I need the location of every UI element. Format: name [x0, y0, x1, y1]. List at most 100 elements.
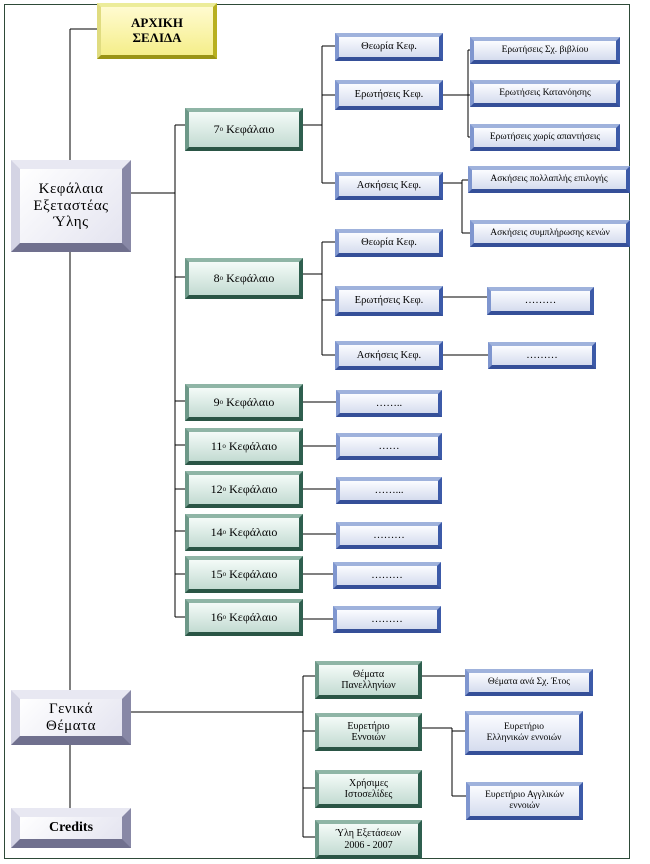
chapter-branch-lines: [175, 124, 185, 618]
placeholder-dots: ……: [378, 440, 400, 452]
placeholder-dots: ………: [371, 569, 403, 581]
useful-websites-line2: Ιστοσελίδες: [344, 789, 393, 800]
ch8-questions-label: Ερωτήσεις Κεφ.: [354, 295, 424, 307]
ch7-fill-blanks-button[interactable]: Ασκήσεις συμπλήρωσης κενών: [470, 220, 630, 247]
ch7-questions-lines: [443, 49, 470, 138]
greek-index-line1: Ευρετήριο: [503, 722, 545, 733]
ch7-theory-label: Θεωρία Κεφ.: [361, 41, 417, 53]
chapter-dots-lines: [303, 401, 336, 620]
chapter-sup: ο: [219, 124, 224, 133]
useful-websites-button[interactable]: Χρήσιμες Ιστοσελίδες: [315, 770, 422, 808]
general-sub-lines: [130, 675, 315, 838]
ch8-exercises-button[interactable]: Ασκήσεις Κεφ.: [335, 341, 443, 370]
topics-by-year-label: Θέματα ανά Σχ. Έτος: [487, 677, 571, 688]
chapter-label: Κεφάλαιο: [226, 524, 278, 539]
ch8-exercises-placeholder[interactable]: ………: [488, 342, 596, 369]
placeholder-dots: ……...: [374, 484, 404, 496]
chapters-root-line2: Εξεταστέας: [33, 197, 109, 214]
ch7-questions-button[interactable]: Ερωτήσεις Κεφ.: [335, 80, 443, 110]
chapter-num: 11: [210, 438, 223, 453]
chapter-num: 16: [210, 609, 223, 624]
chapter-label: Κεφάλαιο: [226, 481, 278, 496]
ch7-multiple-choice-button[interactable]: Ασκήσεις πολλαπλής επιλογής: [468, 166, 630, 193]
ch11-placeholder[interactable]: ……: [336, 433, 442, 460]
ch8-theory-button[interactable]: Θεωρία Κεφ.: [335, 229, 443, 257]
useful-websites-line1: Χρήσιμες: [348, 777, 389, 789]
chapter-num: 9: [213, 394, 220, 409]
topics-by-year-button[interactable]: Θέματα ανά Σχ. Έτος: [465, 669, 593, 696]
home-line2: ΣΕΛΙΔΑ: [132, 30, 182, 45]
ch7-understanding-questions-button[interactable]: Ερωτήσεις Κατανόησης: [470, 80, 620, 107]
chapters-root-button[interactable]: Κεφάλαια Εξεταστέας Ύλης: [11, 160, 131, 252]
ch15-placeholder[interactable]: ………: [333, 562, 441, 589]
ch8-sub-lines: [303, 241, 335, 356]
chapter-sup: ο: [219, 273, 224, 282]
exam-syllabus-button[interactable]: Ύλη Εξετάσεων 2006 - 2007: [315, 820, 422, 859]
ch7-fill-blanks-label: Ασκήσεις συμπλήρωσης κενών: [490, 228, 610, 239]
chapter-label: Κεφάλαιο: [223, 270, 275, 285]
greek-concepts-index-button[interactable]: Ευρετήριο Ελληνικών εννοιών: [465, 711, 583, 755]
ch7-exercises-button[interactable]: Ασκήσεις Κεφ.: [335, 172, 443, 200]
english-concepts-index-button[interactable]: Ευρετήριο Αγγλικών εννοιών: [466, 782, 583, 820]
ch12-placeholder[interactable]: ……...: [336, 477, 442, 504]
chapter-num: 7: [213, 121, 220, 136]
ch14-placeholder[interactable]: ………: [336, 522, 442, 549]
greek-index-line2: Ελληνικών εννοιών: [486, 733, 562, 743]
placeholder-dots: ……..: [375, 397, 403, 409]
home-line1: ΑΡΧΙΚΗ: [131, 15, 183, 31]
concepts-index-line1: Ευρετήριο: [347, 720, 390, 732]
panhellenic-line2: Πανελληνίων: [341, 680, 396, 691]
general-root-line1: Γενικά: [48, 700, 94, 717]
general-topics-button[interactable]: Γενικά Θέματα: [11, 690, 131, 745]
chapter-num: 14: [210, 524, 223, 539]
english-index-line2: εννοιών: [509, 801, 540, 811]
chapter-label: Κεφάλαιο: [225, 438, 278, 453]
ch8-theory-label: Θεωρία Κεφ.: [361, 237, 417, 249]
chapter-label: Κεφάλαιο: [223, 394, 275, 409]
chapter-sup: ο: [222, 527, 227, 536]
credits-button[interactable]: Credits: [11, 808, 131, 848]
ch7-understanding-questions-label: Ερωτήσεις Κατανόησης: [499, 88, 591, 99]
chapter-sup: ο: [222, 569, 227, 578]
ch7-book-questions-button[interactable]: Ερωτήσεις Σχ. βιβλίου: [470, 37, 620, 64]
ch7-questions-label: Ερωτήσεις Κεφ.: [354, 89, 424, 101]
chapter-sup: ο: [222, 612, 227, 621]
home-page-button[interactable]: ΑΡΧΙΚΗ ΣΕΛΙΔΑ: [97, 3, 217, 59]
ch9-placeholder[interactable]: ……..: [336, 390, 442, 417]
chapter-num: 15: [210, 566, 223, 581]
ch8-exercises-label: Ασκήσεις Κεφ.: [356, 349, 422, 361]
placeholder-dots: ………: [524, 295, 557, 307]
placeholder-dots: ………: [373, 529, 405, 541]
ch7-no-answer-questions-button[interactable]: Ερωτήσεις χωρίς απαντήσεις: [470, 124, 620, 151]
chapter-label: Κεφάλαιο: [226, 609, 278, 624]
panhellenic-line1: Θέματα: [352, 668, 385, 680]
chapter-num: 12: [210, 481, 223, 496]
exam-syllabus-line1: Ύλη Εξετάσεων: [335, 828, 402, 840]
ch16-placeholder[interactable]: ………: [333, 606, 441, 633]
ch7-multiple-choice-label: Ασκήσεις πολλαπλής επιλογής: [490, 174, 608, 185]
chapters-root-line1: Κεφάλαια: [38, 180, 104, 197]
concepts-index-button[interactable]: Ευρετήριο Εννοιών: [315, 713, 422, 751]
concepts-index-line2: Εννοιών: [351, 732, 386, 743]
ch7-no-answer-questions-label: Ερωτήσεις χωρίς απαντήσεις: [489, 132, 601, 143]
ch8-dots-lines: [443, 296, 488, 356]
exam-syllabus-line2: 2006 - 2007: [344, 839, 393, 851]
index-lines: [422, 727, 466, 797]
chapter-sup: ο: [222, 484, 227, 493]
ch7-theory-button[interactable]: Θεωρία Κεφ.: [335, 33, 443, 61]
ch8-questions-button[interactable]: Ερωτήσεις Κεφ.: [335, 286, 443, 316]
chapter-num: 8: [213, 270, 220, 285]
panhellenic-topics-button[interactable]: Θέματα Πανελληνίων: [315, 661, 422, 699]
ch8-questions-placeholder[interactable]: ………: [487, 287, 594, 315]
ch7-sub-lines: [303, 45, 335, 184]
chapter-sup: ο: [222, 441, 226, 450]
